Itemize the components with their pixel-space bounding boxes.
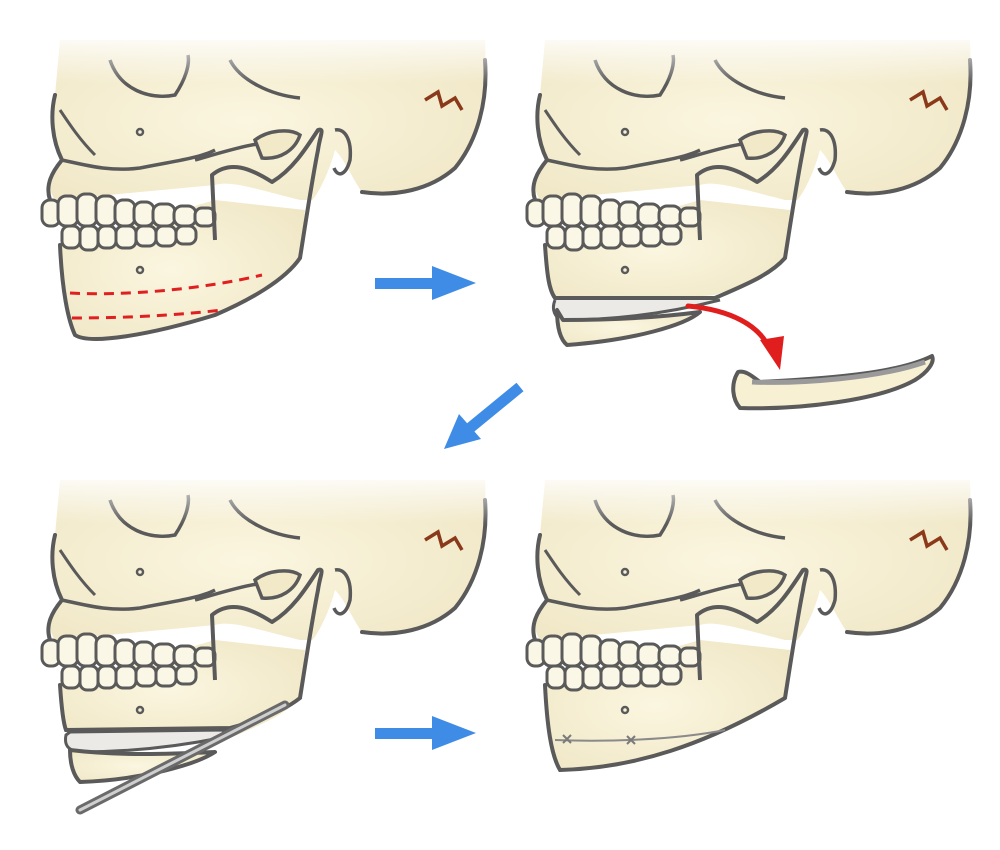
lower-chin bbox=[555, 308, 702, 347]
panel-4-result bbox=[523, 468, 987, 773]
lower-cut-line bbox=[71, 308, 223, 320]
surgical-instrument bbox=[75, 700, 290, 815]
panel-3-repositioned bbox=[38, 468, 502, 784]
panel-2-segment-removed bbox=[523, 28, 987, 347]
arrow-step-3-to-4 bbox=[375, 716, 476, 750]
panel-1-skull-marked bbox=[38, 28, 502, 341]
removed-bone-segment bbox=[731, 354, 935, 411]
upper-cut-line bbox=[69, 273, 263, 296]
red-removal-arrow bbox=[685, 303, 784, 370]
mandible-outline bbox=[58, 243, 302, 341]
arrow-step-1-to-2 bbox=[375, 266, 476, 300]
fixation-marks bbox=[562, 734, 636, 745]
arrow-step-2-to-3 bbox=[444, 382, 524, 449]
